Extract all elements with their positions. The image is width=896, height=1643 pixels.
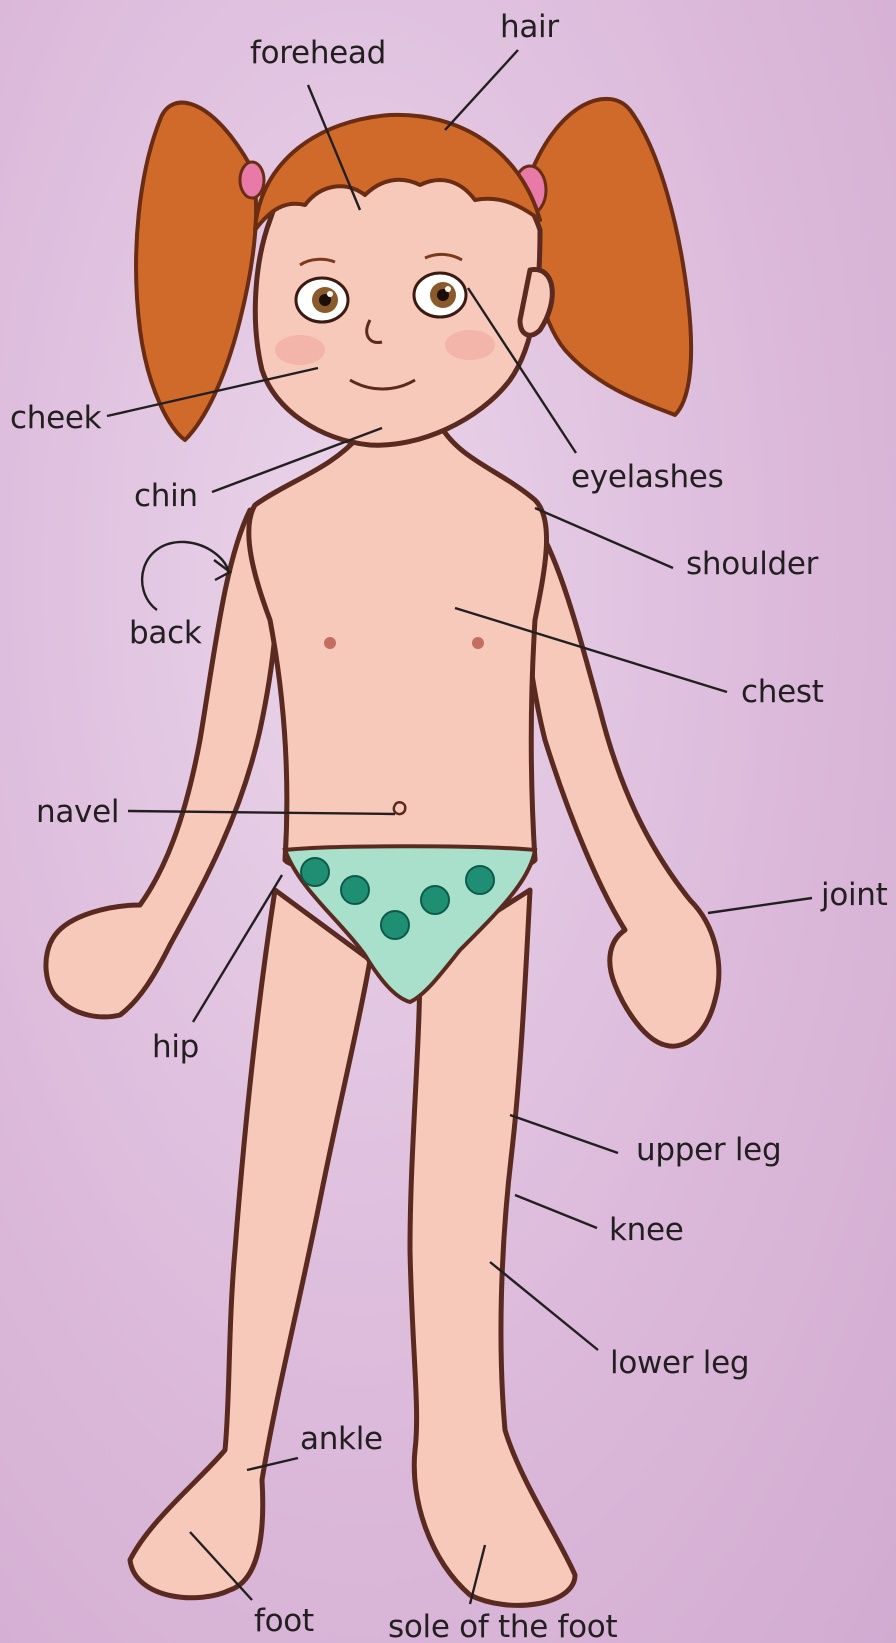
left-cheek-blush <box>275 335 325 365</box>
torso <box>249 425 547 875</box>
leader-hair <box>445 50 518 130</box>
label-navel: navel <box>36 797 119 828</box>
leader-joint <box>708 898 812 913</box>
label-chest: chest <box>741 677 824 708</box>
label-joint: joint <box>821 880 888 911</box>
label-back: back <box>129 618 201 649</box>
label-knee: knee <box>609 1215 684 1246</box>
label-cheek: cheek <box>10 403 101 434</box>
left-hair-tie <box>240 162 264 198</box>
left-eye <box>296 278 348 322</box>
leader-lower-leg <box>490 1262 598 1350</box>
label-shoulder: shoulder <box>686 549 818 580</box>
right-cheek-blush <box>445 330 495 360</box>
label-hip: hip <box>152 1032 199 1063</box>
label-foot: foot <box>254 1606 314 1637</box>
label-chin: chin <box>134 481 198 512</box>
right-nipple <box>472 637 484 649</box>
back-arrow <box>142 542 228 610</box>
left-leg <box>130 890 370 1598</box>
label-hair: hair <box>500 12 559 43</box>
leader-knee <box>515 1195 597 1228</box>
label-upper-leg: upper leg <box>636 1135 781 1166</box>
label-forehead: forehead <box>250 38 386 69</box>
label-eyelashes: eyelashes <box>571 462 723 493</box>
right-pigtail <box>529 99 691 415</box>
right-leg <box>410 890 575 1605</box>
label-ankle: ankle <box>300 1424 383 1455</box>
leader-upper-leg <box>510 1115 618 1153</box>
right-eye <box>414 273 466 317</box>
label-sole-of-the-foot: sole of the foot <box>388 1612 617 1643</box>
label-lower-leg: lower leg <box>610 1348 749 1379</box>
left-pigtail <box>136 103 256 440</box>
left-nipple <box>324 637 336 649</box>
